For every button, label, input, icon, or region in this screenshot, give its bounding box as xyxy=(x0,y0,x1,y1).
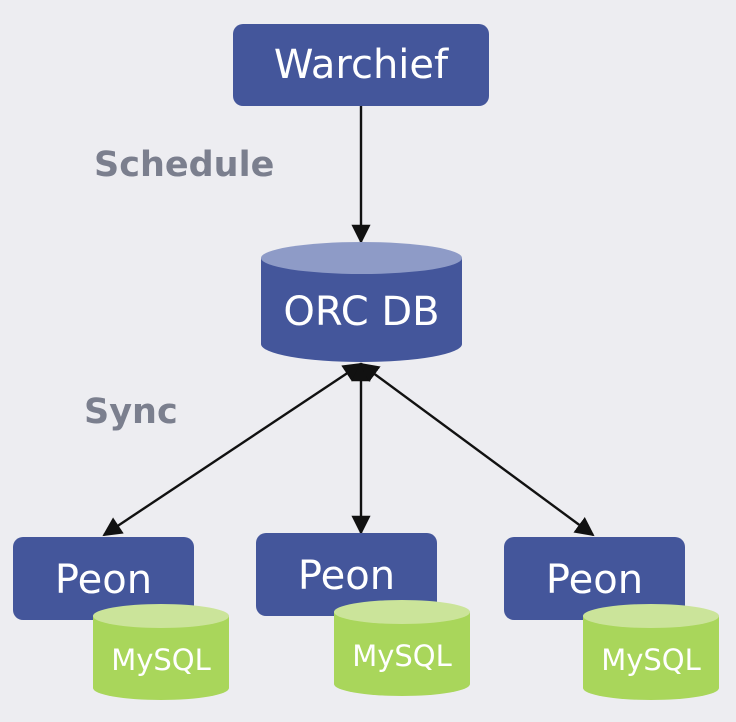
sync-arrow-left xyxy=(102,362,363,537)
peon-label-2: Peon xyxy=(297,553,396,599)
mysql-cylinder-3 xyxy=(583,604,719,700)
mysql-cylinder-2 xyxy=(334,600,470,696)
mysql-cylinder-1 xyxy=(93,604,229,700)
warchief-node: Warchief xyxy=(233,24,489,106)
mysql-label-3: MySQL xyxy=(601,643,701,677)
warchief-label: Warchief xyxy=(273,42,449,88)
orc-db-label: ORC DB xyxy=(283,289,440,335)
orc-db-cylinder xyxy=(261,242,462,362)
mysql-label-1: MySQL xyxy=(111,643,211,677)
peon-label-1: Peon xyxy=(54,557,153,603)
sync-arrow-right xyxy=(359,362,595,537)
mysql-label-2: MySQL xyxy=(352,639,452,673)
peon-label-3: Peon xyxy=(545,557,644,603)
sync-label: Sync xyxy=(84,392,178,432)
schedule-label: Schedule xyxy=(94,145,275,185)
